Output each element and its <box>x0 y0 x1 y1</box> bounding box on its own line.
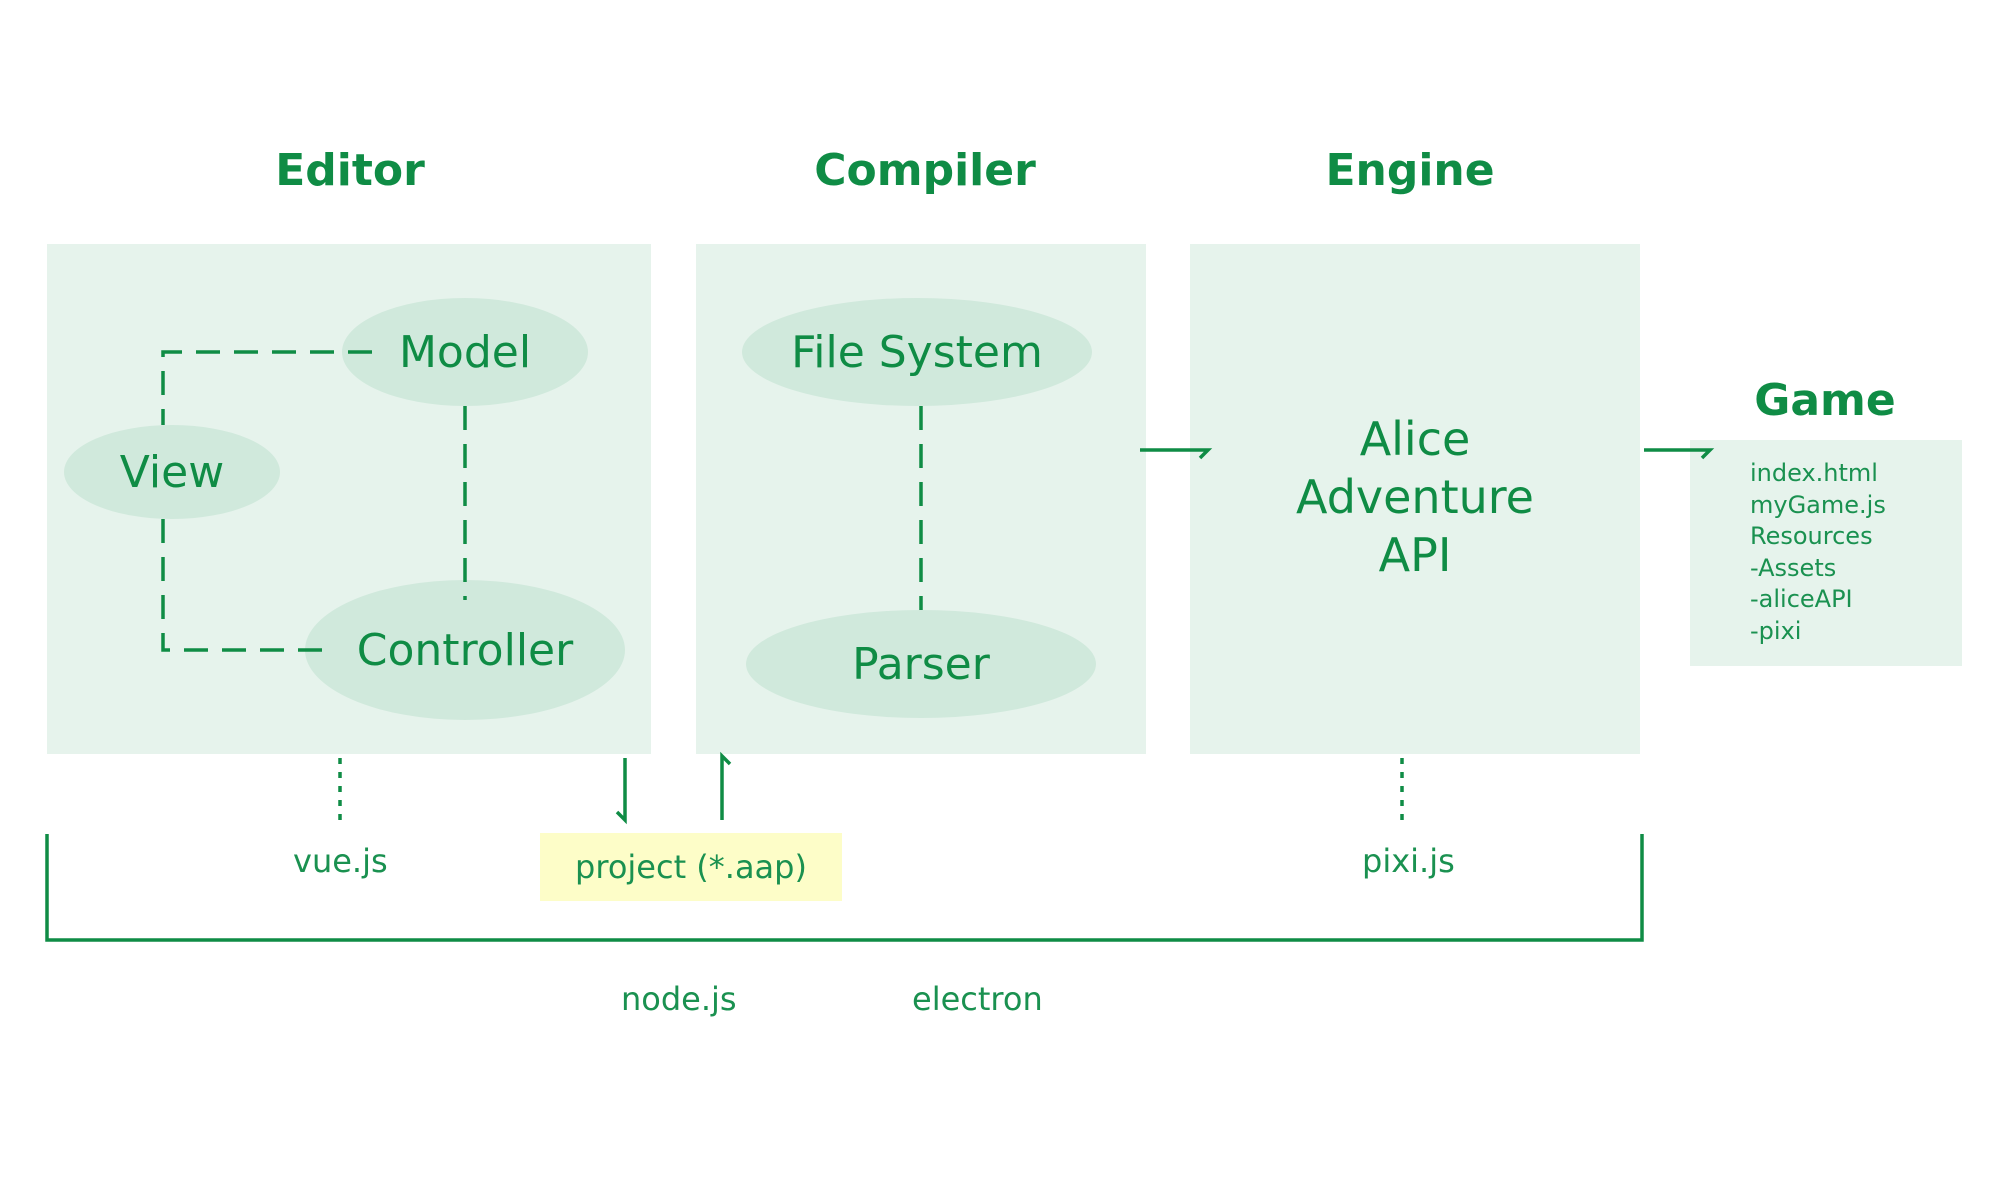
game-file-item: -pixi <box>1750 616 1802 645</box>
game-file-item: myGame.js <box>1750 490 1886 519</box>
model-node: Model <box>342 298 588 406</box>
model-view-connector <box>161 350 372 425</box>
game-heading: Game <box>1754 375 1896 426</box>
controller-node: Controller <box>305 580 625 720</box>
api-line-3: API <box>1378 528 1452 582</box>
view-controller-connector <box>161 519 326 652</box>
engine-api-text: Alice Adventure API <box>1190 410 1640 584</box>
compiler-to-engine-arrow <box>1140 448 1213 460</box>
pixi-label: pixi.js <box>1362 842 1455 880</box>
game-file-item: index.html <box>1750 459 1878 487</box>
editor-to-project-arrow <box>615 758 627 825</box>
engine-to-game-arrow <box>1644 448 1715 460</box>
game-file-item: -Assets <box>1750 553 1837 582</box>
game-files-box: index.html myGame.js Resources -Assets -… <box>1690 440 1962 666</box>
compiler-heading: Compiler <box>814 145 1036 196</box>
engine-heading: Engine <box>1325 145 1495 196</box>
game-file-item: Resources <box>1750 522 1873 550</box>
platform-bracket <box>45 834 1644 942</box>
editor-heading: Editor <box>275 145 425 196</box>
api-line-2: Adventure <box>1296 470 1534 524</box>
parser-node: Parser <box>746 610 1096 718</box>
file-system-node: File System <box>742 298 1092 406</box>
project-file-label: project (*.aap) <box>540 833 842 901</box>
node-label: node.js <box>621 980 737 1018</box>
view-node: View <box>64 425 280 519</box>
game-file-item: -aliceAPI <box>1750 585 1853 613</box>
project-to-compiler-arrow <box>720 751 732 820</box>
electron-label: electron <box>912 980 1043 1018</box>
vue-label: vue.js <box>293 842 388 880</box>
api-line-1: Alice <box>1359 412 1471 466</box>
engine-panel <box>1190 244 1640 754</box>
